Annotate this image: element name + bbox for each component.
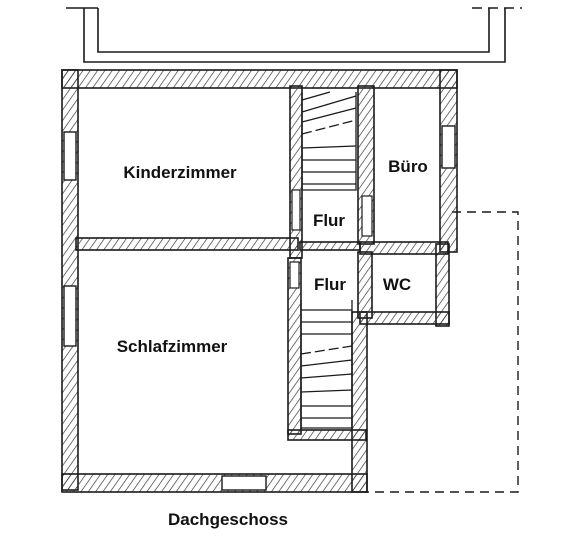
lower-staircase — [300, 300, 353, 429]
room-label-buero: Büro — [388, 157, 428, 176]
room-label-wc: WC — [383, 275, 411, 294]
interior-walls — [75, 85, 449, 441]
room-label-flur-lower: Flur — [314, 275, 346, 294]
room-label-schlafzimmer: Schlafzimmer — [117, 337, 228, 356]
windows — [63, 125, 456, 491]
upper-staircase — [301, 91, 357, 191]
door-openings — [289, 189, 373, 289]
room-label-kinderzimmer: Kinderzimmer — [123, 163, 237, 182]
plan-caption: Dachgeschoss — [168, 510, 288, 529]
room-label-flur-upper: Flur — [313, 211, 345, 230]
terrace-outline — [66, 7, 522, 63]
dashed-outline — [365, 211, 519, 493]
